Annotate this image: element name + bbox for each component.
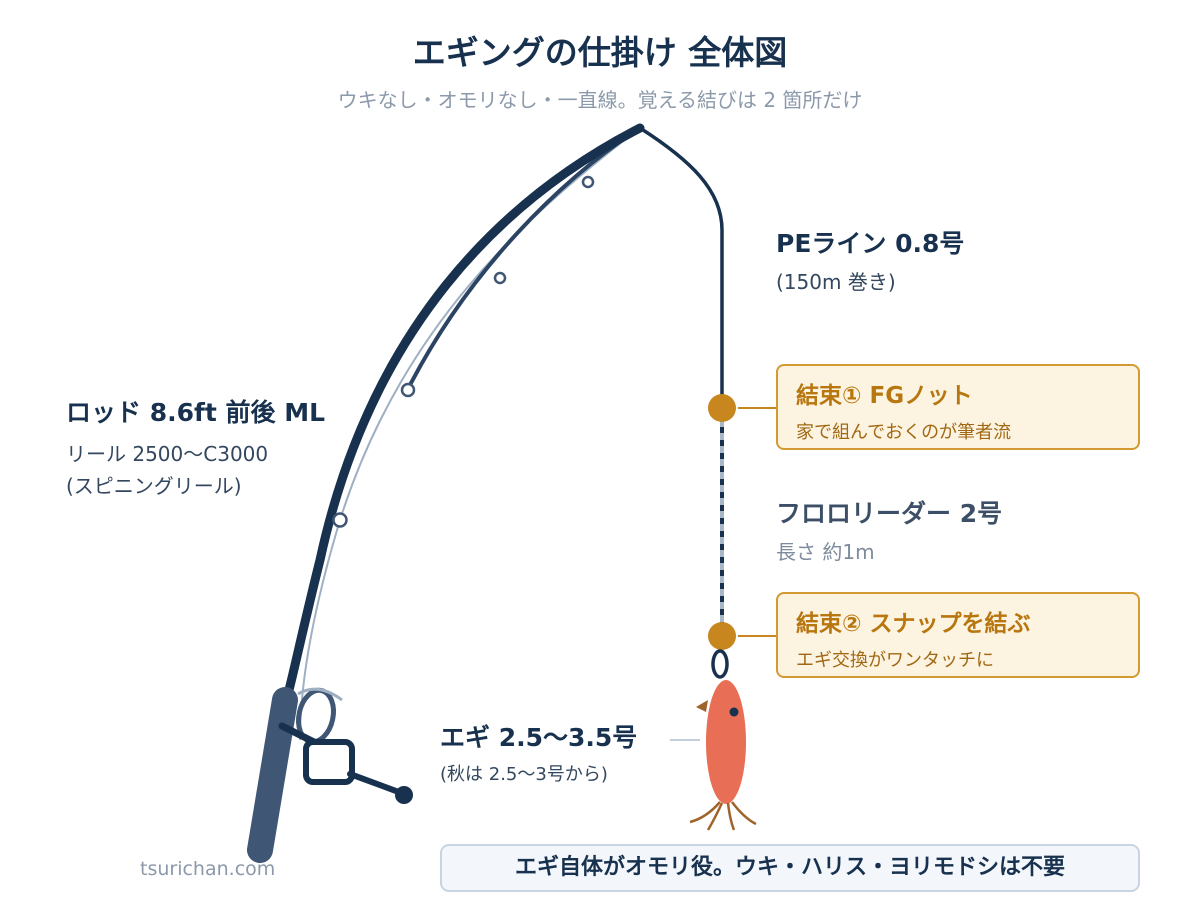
snap-icon [711,649,729,679]
pe-line-label: PEライン 0.8号 [776,229,965,258]
page-title: エギングの仕掛け 全体図 [412,33,788,72]
knot1-callout: 結束① FGノット 家で組んでおくのが筆者流 [776,364,1140,450]
reel-label: リール 2500〜C3000 [66,442,269,466]
egi-note: (秋は 2.5〜3号から) [440,764,608,785]
rod-guide-line [299,127,641,741]
knot2-callout: 結束② スナップを結ぶ エギ交換がワンタッチに [776,592,1140,678]
reel-type-label: (スピニングリール) [66,474,242,498]
bottom-note: エギ自体がオモリ役。ウキ・ハリス・ヨリモドシは不要 [440,844,1140,892]
egi-lure-icon [689,680,757,831]
rod-blank [280,123,645,710]
spinning-reel-icon [278,687,413,804]
rod-grip [247,687,298,863]
watermark: tsurichan.com [140,858,276,880]
leader-label: フロロリーダー 2号 [776,499,1003,528]
rod-guide [581,175,595,189]
pe-line-note: (150m 巻き) [776,270,896,294]
rod-guide [400,382,416,398]
knot2-marker [708,622,736,650]
rod-guide [332,512,348,528]
knot1-note: 家で組んでおくのが筆者流 [796,422,1012,443]
knot1-title: 結束① FGノット [796,383,973,409]
rod-label: ロッド 8.6ft 前後 ML [66,398,326,427]
knot1-marker [708,394,736,422]
leader-note: 長さ 約1m [776,540,875,564]
page-subtitle: ウキなし・オモリなし・一直線。覚える結びは 2 箇所だけ [337,88,863,112]
egi-label: エギ 2.5〜3.5号 [440,723,638,752]
knot2-title: 結束② スナップを結ぶ [796,611,1031,637]
rod-guide [493,271,507,285]
rod-tip-section [408,126,642,386]
knot2-note: エギ交換がワンタッチに [796,650,994,671]
pe-line [639,126,724,408]
